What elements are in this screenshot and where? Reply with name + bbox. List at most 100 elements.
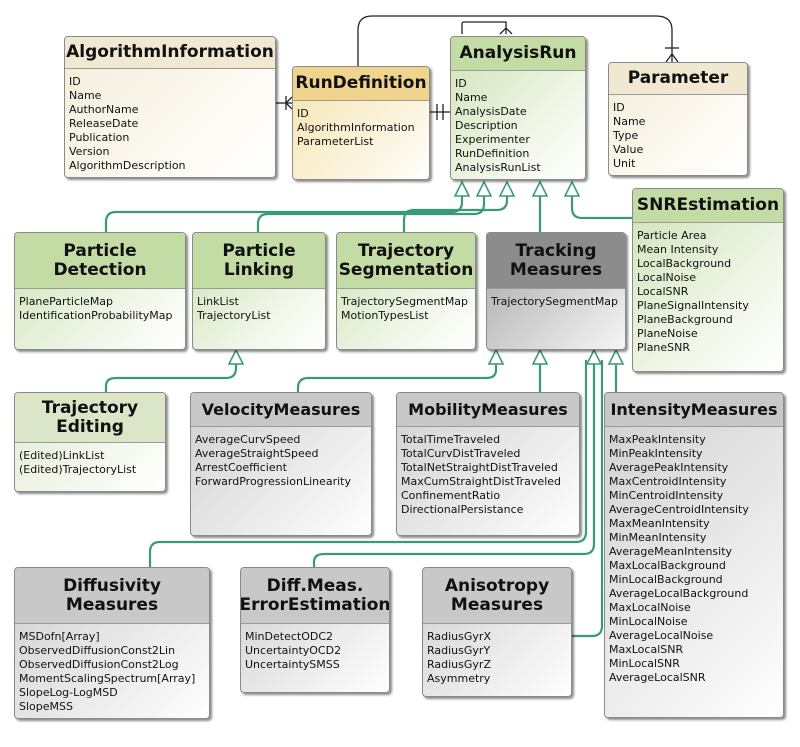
attribute: RadiusGyrY xyxy=(427,644,491,657)
title-line: Measures xyxy=(65,594,159,615)
attribute: PlaneSNR xyxy=(637,341,691,354)
attribute: TotalNetStraightDistTraveled xyxy=(401,461,558,474)
arrowhead-3 xyxy=(498,180,516,197)
attribute: Name xyxy=(455,91,488,104)
entity-particle-linking[interactable]: Particle Linking LinkList TrajectoryList xyxy=(192,232,326,350)
attribute: MotionTypesList xyxy=(341,309,429,322)
entity-title: Trajectory Editing xyxy=(15,393,165,443)
entity-title: RunDefinition xyxy=(293,67,429,101)
attribute: Publication xyxy=(69,131,130,144)
attribute: LocalSNR xyxy=(637,285,689,298)
attribute: AverageMeanIntensity xyxy=(609,545,733,558)
attribute: Asymmetry xyxy=(427,672,491,685)
attribute: Type xyxy=(613,129,639,142)
attribute: TrajectorySegmentMap xyxy=(341,295,469,308)
attribute: UncertaintyOCD2 xyxy=(245,644,342,657)
entity-title: Parameter xyxy=(609,63,747,95)
attribute: ObservedDiffusionConst2Lin xyxy=(19,644,176,657)
entity-title: MobilityMeasures xyxy=(397,393,579,427)
attribute: MaxPeakIntensity xyxy=(609,433,706,446)
entity-title: IntensityMeasures xyxy=(605,393,783,427)
attribute: Description xyxy=(455,119,518,132)
entity-title: Particle Detection xyxy=(15,233,185,289)
attribute: ID xyxy=(455,77,467,90)
title-line: Linking xyxy=(223,259,295,280)
entity-trajectory-segmentation[interactable]: Trajectory Segmentation TrajectorySegmen… xyxy=(336,232,476,350)
connector-diffusivity-to-tracking xyxy=(148,360,588,567)
entity-title: Diff.Meas. ErrorEstimation xyxy=(241,568,389,624)
attribute-list: AverageCurvSpeed AverageStraightSpeed Ar… xyxy=(191,427,371,489)
entity-mobility-measures[interactable]: MobilityMeasures TotalTimeTraveled Total… xyxy=(396,392,580,536)
arrowhead-2 xyxy=(475,180,493,197)
entity-intensity-measures[interactable]: IntensityMeasures MaxPeakIntensity MinPe… xyxy=(604,392,784,718)
entity-trajectory-editing[interactable]: Trajectory Editing (Edited)LinkList (Edi… xyxy=(14,392,166,492)
entity-particle-detection[interactable]: Particle Detection PlaneParticleMap Iden… xyxy=(14,232,186,350)
connector-snrestimation-to-analysisrun xyxy=(570,192,632,220)
attribute: MinLocalSNR xyxy=(609,657,680,670)
connector-anisotropy-to-tracking xyxy=(572,360,604,638)
attribute-list: PlaneParticleMap IdentificationProbabili… xyxy=(15,289,185,323)
connector-trajectory-editing-to-particle-linking xyxy=(104,360,238,392)
attribute-list: Particle Area Mean Intensity LocalBackgr… xyxy=(633,223,783,355)
title-line: Trajectory xyxy=(41,398,139,419)
title-line: Editing xyxy=(56,416,124,437)
relation-runrdefinition-parameter xyxy=(357,15,673,66)
crowfoot-self xyxy=(499,27,513,35)
attribute: AverageStraightSpeed xyxy=(195,447,319,460)
attribute: PlaneBackground xyxy=(637,313,733,326)
attribute-list: TrajectorySegmentMap xyxy=(487,289,625,309)
attribute: Unit xyxy=(613,157,636,170)
attribute: ParameterList xyxy=(297,135,374,148)
attribute: TrajectoryList xyxy=(197,309,271,322)
entity-tracking-measures[interactable]: Tracking Measures TrajectorySegmentMap xyxy=(486,232,626,350)
attribute: MaxLocalNoise xyxy=(609,601,691,614)
entity-analysis-run[interactable]: AnalysisRun ID Name AnalysisDate Descrip… xyxy=(450,36,586,180)
attribute: ReleaseDate xyxy=(69,117,139,130)
entity-diffusivity-measures[interactable]: Diffusivity Measures MSDofn[Array] Obser… xyxy=(14,567,210,719)
connector-trajectory-segmentation-to-analysisrun xyxy=(402,192,509,232)
attribute: PlaneParticleMap xyxy=(19,295,114,308)
attribute: MinDetectODC2 xyxy=(245,630,334,643)
attribute: AnalysisRunList xyxy=(455,161,541,174)
attribute: AverageLocalBackground xyxy=(609,587,749,600)
entity-title: AlgorithmInformation xyxy=(65,37,275,69)
entity-snr-estimation[interactable]: SNREstimation Particle Area Mean Intensi… xyxy=(632,188,784,372)
entity-velocity-measures[interactable]: VelocityMeasures AverageCurvSpeed Averag… xyxy=(190,392,372,536)
entity-algorithm-information[interactable]: AlgorithmInformation ID Name AuthorName … xyxy=(64,36,276,178)
attribute: Version xyxy=(69,145,110,158)
arrowhead-1 xyxy=(453,180,471,197)
attribute: MinMeanIntensity xyxy=(609,531,707,544)
title-line: Detection xyxy=(53,259,147,280)
attribute-list: TrajectorySegmentMap MotionTypesList xyxy=(337,289,475,323)
entity-title: Diffusivity Measures xyxy=(15,568,209,624)
entity-anisotropy-measures[interactable]: Anisotropy Measures RadiusGyrX RadiusGyr… xyxy=(422,567,572,697)
attribute: Experimenter xyxy=(455,133,530,146)
entity-title: Particle Linking xyxy=(193,233,325,289)
attribute: (Edited)TrajectoryList xyxy=(19,463,137,476)
attribute: ForwardProgressionLinearity xyxy=(195,475,352,488)
attribute: MinPeakIntensity xyxy=(609,447,703,460)
connector-particle-linking-to-analysisrun xyxy=(256,192,486,232)
title-line: ErrorEstimation xyxy=(240,594,390,615)
attribute: ObservedDiffusionConst2Log xyxy=(19,658,179,671)
title-line: Anisotropy xyxy=(444,576,550,597)
attribute: RunDefinition xyxy=(455,147,530,160)
entity-parameter[interactable]: Parameter ID Name Type Value Unit xyxy=(608,62,748,176)
attribute: SlopeMSS xyxy=(19,700,73,713)
title-line: Measures xyxy=(450,594,544,615)
attribute: AverageCurvSpeed xyxy=(195,433,301,446)
attribute: MaxCentroidIntensity xyxy=(609,475,727,488)
attribute: AuthorName xyxy=(69,103,139,116)
attribute: (Edited)LinkList xyxy=(19,449,105,462)
attribute: AnalysisDate xyxy=(455,105,527,118)
title-line: Measures xyxy=(509,259,603,280)
attribute: RadiusGyrX xyxy=(427,630,491,643)
entity-diff-meas-error-estimation[interactable]: Diff.Meas. ErrorEstimation MinDetectODC2… xyxy=(240,567,390,693)
title-line: Segmentation xyxy=(338,259,474,280)
attribute: MaxMeanIntensity xyxy=(609,517,710,530)
attribute: Name xyxy=(69,89,102,102)
title-line: Diff.Meas. xyxy=(266,576,364,597)
attribute: Name xyxy=(613,115,646,128)
entity-run-definition[interactable]: RunDefinition ID AlgorithmInformation Pa… xyxy=(292,66,430,180)
